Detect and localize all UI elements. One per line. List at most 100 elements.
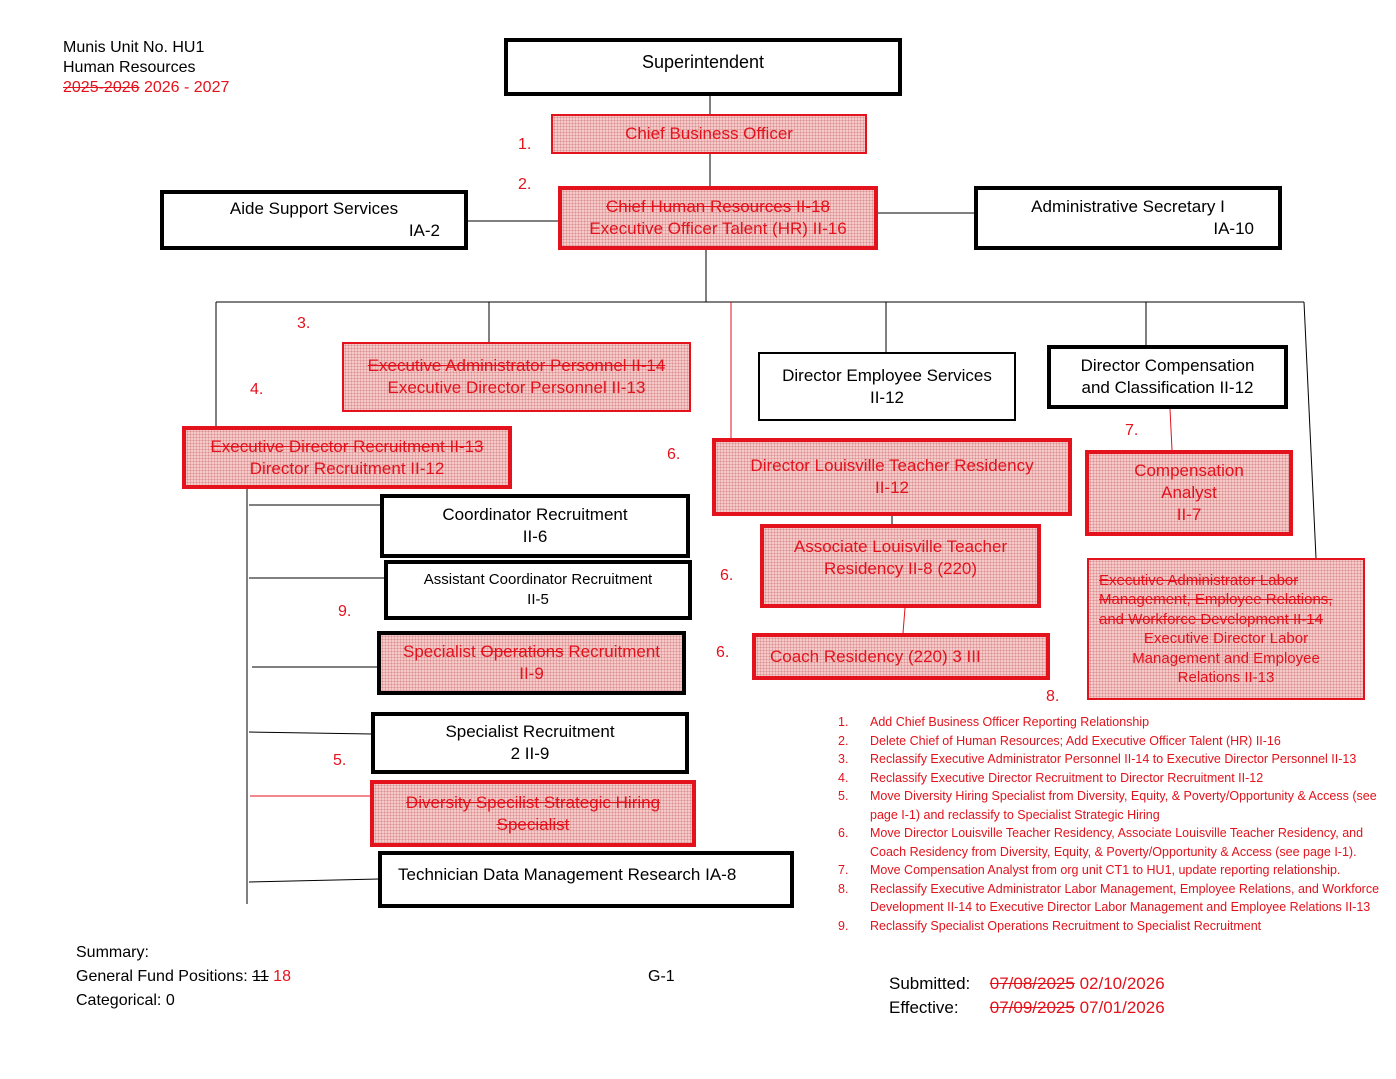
edr-old-title: Executive Director Recruitment II-13 xyxy=(210,436,484,456)
box-coordinator-recruitment: Coordinator Recruitment II-6 xyxy=(380,494,690,558)
sor-grade: II-9 xyxy=(519,664,544,683)
marker-6-associate: 6. xyxy=(720,567,734,584)
categorical-label: Categorical: xyxy=(76,992,162,1009)
ca-line1: Compensation xyxy=(1134,461,1244,480)
note-item: 5.Move Diversity Hiring Specialist from … xyxy=(838,789,1377,822)
dates-block: Submitted: 07/08/2025 02/10/2026 Effecti… xyxy=(889,972,1165,1020)
submitted-label: Submitted: xyxy=(889,974,971,993)
asst-title: Assistant Coordinator Recruitment xyxy=(423,571,653,588)
sr-grade: 2 II-9 xyxy=(510,744,550,763)
altr-line2: Residency II-8 (220) xyxy=(823,559,978,578)
general-fund-old: 11 xyxy=(252,968,269,985)
asst-grade: II-5 xyxy=(527,591,549,608)
coach-title: Coach Residency (220) 3 III xyxy=(770,646,981,666)
box-executive-personnel: Executive Administrator Personnel II-14 … xyxy=(342,342,691,412)
aide-grade: IA-2 xyxy=(408,221,440,240)
effective-label: Effective: xyxy=(889,998,959,1017)
box-director-recruitment: Executive Director Recruitment II-13 Dir… xyxy=(182,426,512,489)
chr-old-title: Chief Human Resources II-18 xyxy=(606,197,830,216)
box-chief-business-officer: Chief Business Officer xyxy=(551,114,867,154)
aide-title: Aide Support Services xyxy=(229,199,399,218)
change-notes-list: 1.Add Chief Business Officer Reporting R… xyxy=(838,713,1383,935)
box-aide-support-services: Aide Support Services IA-2 xyxy=(160,190,468,250)
note-item: 4.Reclassify Executive Director Recruitm… xyxy=(838,770,1264,785)
marker-1: 1. xyxy=(518,136,532,153)
div-title-rest: Specilist Strategic Hiring xyxy=(471,792,661,812)
note-item: 3.Reclassify Executive Administrator Per… xyxy=(838,752,1357,766)
div-title: Diversity Specilist Strategic Hiring xyxy=(406,792,660,814)
dcc-line1: Director Compensation xyxy=(1080,356,1255,375)
marker-3: 3. xyxy=(297,315,311,332)
general-fund-label: General Fund Positions: xyxy=(76,968,248,985)
marker-4: 4. xyxy=(250,381,264,398)
dltr-grade: II-12 xyxy=(874,478,910,497)
fiscal-year: 2025-2026 2026 - 2027 xyxy=(63,78,229,98)
submitted-new: 02/10/2026 xyxy=(1079,974,1165,993)
superintendent-label: Superintendent xyxy=(641,52,765,72)
marker-8: 8. xyxy=(1046,688,1060,705)
general-fund-row: General Fund Positions: 11 18 xyxy=(76,965,291,989)
box-administrative-secretary: Administrative Secretary I IA-10 xyxy=(974,186,1282,250)
coord-grade: II-6 xyxy=(522,527,548,546)
marker-7: 7. xyxy=(1125,422,1139,439)
categorical-row: Categorical: 0 xyxy=(76,989,291,1013)
marker-9: 9. xyxy=(338,603,352,620)
note-item: 8.Reclassify Executive Administrator Lab… xyxy=(838,881,1380,915)
des-title: Director Employee Services xyxy=(782,365,992,385)
note-item: 1.Add Chief Business Officer Reporting R… xyxy=(838,715,1150,729)
box-director-employee-services: Director Employee Services II-12 xyxy=(758,352,1016,421)
unit-number: Munis Unit No. HU1 xyxy=(63,39,205,56)
sr-title: Specialist Recruitment xyxy=(445,722,615,741)
div-line2: Specialist xyxy=(496,814,570,834)
admin-title: Administrative Secretary I xyxy=(1031,197,1225,216)
department-name: Human Resources xyxy=(63,59,196,76)
unit-header: Munis Unit No. HU1 Human Resources 2025-… xyxy=(63,38,229,98)
ca-line2: Analyst xyxy=(1161,483,1217,502)
marker-6-director: 6. xyxy=(667,446,681,463)
edr-new-title: Director Recruitment II-12 xyxy=(249,458,445,478)
box-compensation-analyst: Compensation Analyst II-7 xyxy=(1085,450,1293,536)
ea-new-title: Executive Director Personnel II-13 xyxy=(387,378,646,397)
dcc-line2: and Classification II-12 xyxy=(1081,378,1254,397)
box-assistant-coordinator-recruitment: Assistant Coordinator Recruitment II-5 xyxy=(384,560,692,620)
page-id: G-1 xyxy=(648,968,675,985)
box-associate-louisville-teacher-residency: Associate Louisville Teacher Residency I… xyxy=(760,524,1041,608)
altr-line1: Associate Louisville Teacher xyxy=(793,537,1008,556)
div-struck-word: Diversity xyxy=(405,792,472,812)
summary-title: Summary: xyxy=(76,944,149,961)
chr-new-title: Executive Officer Talent (HR) II-16 xyxy=(589,219,847,238)
ea-old-title: Executive Administrator Personnel II-14 xyxy=(367,356,666,375)
sor-title: Specialist Operations Recruitment xyxy=(403,641,660,663)
box-director-compensation: Director Compensation and Classification… xyxy=(1047,345,1288,409)
box-superintendent: Superintendent xyxy=(504,38,902,96)
summary-block: Summary: General Fund Positions: 11 18 C… xyxy=(76,941,291,1013)
note-item: 7.Move Compensation Analyst from org uni… xyxy=(838,863,1341,877)
dltr-title: Director Louisville Teacher Residency xyxy=(750,456,1034,475)
submitted-old: 07/08/2025 xyxy=(989,974,1075,993)
marker-5: 5. xyxy=(333,752,347,769)
box-technician-data-management: Technician Data Management Research IA-8 xyxy=(378,851,794,908)
ca-line3: II-7 xyxy=(1176,505,1202,524)
box-specialist-recruitment: Specialist Recruitment 2 II-9 xyxy=(371,712,689,774)
box-labor-management: Executive Administrator Labor Management… xyxy=(1087,558,1365,700)
admin-grade: IA-10 xyxy=(1213,219,1254,238)
box-chief-human-resources: Chief Human Resources II-18 Executive Of… xyxy=(558,186,878,250)
old-fiscal-year: 2025-2026 xyxy=(63,79,140,96)
new-fiscal-year: 2026 - 2027 xyxy=(143,79,230,96)
note-item: 2.Delete Chief of Human Resources; Add E… xyxy=(838,733,1281,748)
effective-old: 07/09/2025 xyxy=(989,998,1075,1017)
effective-new: 07/01/2026 xyxy=(1079,998,1165,1017)
coord-title: Coordinator Recruitment xyxy=(442,505,628,524)
box-specialist-strategic-hiring: Diversity Specilist Strategic Hiring Spe… xyxy=(370,780,696,847)
general-fund-new: 18 xyxy=(273,968,291,985)
note-item: 6.Move Director Louisville Teacher Resid… xyxy=(838,826,1364,859)
des-grade: II-12 xyxy=(869,387,905,407)
marker-2: 2. xyxy=(518,176,532,193)
cbo-label: Chief Business Officer xyxy=(625,124,793,143)
box-director-louisville-teacher-residency: Director Louisville Teacher Residency II… xyxy=(712,438,1072,516)
sor-part-a: Specialist xyxy=(402,642,481,661)
sor-part-b: Recruitment xyxy=(563,642,661,661)
categorical-value: 0 xyxy=(165,992,175,1009)
marker-6-coach: 6. xyxy=(716,644,730,661)
